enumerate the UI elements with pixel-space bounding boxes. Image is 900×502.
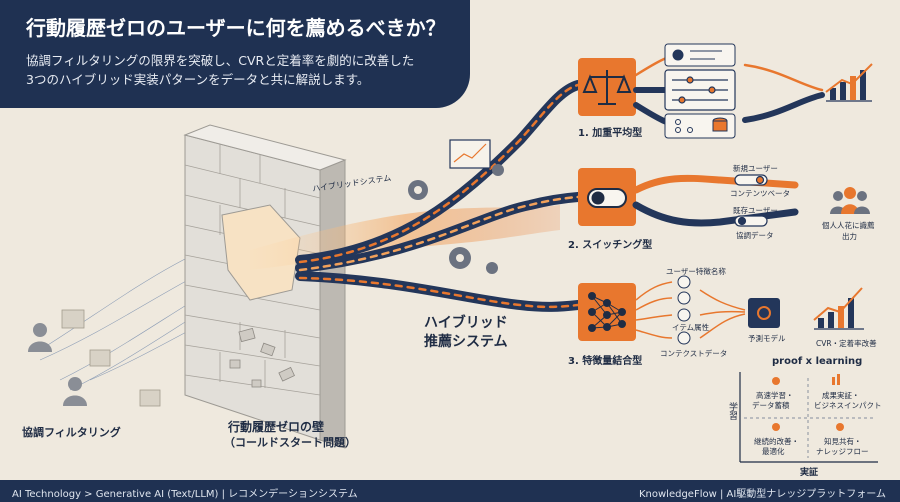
prediction-model-icon bbox=[748, 298, 780, 328]
rubble bbox=[229, 327, 295, 388]
pattern-2-label: 2. スイッチング型 bbox=[568, 240, 653, 251]
footer-breadcrumb: AI Technology > Generative AI (Text/LLM)… bbox=[12, 489, 358, 500]
p1-user-card bbox=[664, 43, 736, 67]
p3-bar-chart-icon bbox=[813, 287, 864, 330]
subtitle-line-2: 3つのハイブリッド実装パターンをデータと共に解説します。 bbox=[26, 72, 370, 87]
matrix-q2-line-1: 成果実証・ bbox=[822, 391, 860, 400]
header-banner: 行動履歴ゼロのユーザーに何を薦めるべきか？ 協調フィルタリングの限界を突破し、C… bbox=[0, 0, 470, 108]
matrix-q3-line-2: 最適化 bbox=[762, 447, 785, 456]
matrix-q2-line-2: ビジネスインパクト bbox=[814, 401, 882, 410]
footer-bar: AI Technology > Generative AI (Text/LLM)… bbox=[0, 480, 900, 502]
personal-output-line-2: 出力 bbox=[842, 232, 857, 241]
p1-bar-chart-icon bbox=[825, 63, 873, 102]
existing-user-label: 既存ユーザー bbox=[733, 206, 778, 215]
hybrid-title-line-1: ハイブリッド bbox=[424, 315, 508, 331]
collab-data-label: 協調データ bbox=[736, 231, 774, 240]
matrix-y-axis: 学習 bbox=[727, 402, 737, 420]
matrix-q4-line-1: 知見共有・ bbox=[824, 437, 862, 446]
pattern-1-label: 1. 加重平均型 bbox=[578, 128, 643, 139]
subtitle-line-1: 協調フィルタリングの限界を突破し、CVRと定着率を劇的に改善した bbox=[26, 53, 415, 68]
mini-chart-icon bbox=[449, 139, 491, 169]
prediction-model-label: 予測モデル bbox=[748, 334, 786, 343]
p2-flows bbox=[632, 174, 799, 227]
p3-feature-lines bbox=[635, 281, 746, 339]
gear-icons bbox=[408, 164, 504, 274]
pipes bbox=[295, 80, 583, 312]
page-title: 行動履歴ゼロのユーザーに何を薦めるべきか？ bbox=[26, 16, 446, 40]
box-icons bbox=[61, 309, 161, 407]
p1-db-card bbox=[664, 113, 736, 139]
page-subtitle: 協調フィルタリングの限界を突破し、CVRと定着率を劇的に改善した 3つのハイブリ… bbox=[26, 51, 456, 89]
toggle-switch-icon bbox=[587, 188, 627, 208]
p1-sliders bbox=[664, 69, 736, 111]
user-attr-label: ユーザー特徴名称 bbox=[666, 267, 726, 276]
matrix-q1-line-2: データ蓄積 bbox=[752, 401, 790, 410]
people-group-icon bbox=[830, 187, 870, 214]
scales-icon bbox=[582, 70, 632, 105]
matrix-title: proof x learning bbox=[772, 356, 863, 367]
context-data-label: コンテクストデータ bbox=[660, 349, 728, 358]
hybrid-title-line-2: 推薦システム bbox=[424, 334, 508, 350]
person-icons bbox=[28, 323, 87, 406]
matrix-axes bbox=[739, 372, 878, 463]
cvr-label: CVR・定着率改善 bbox=[816, 339, 877, 348]
cf-label: 協調フィルタリング bbox=[22, 426, 121, 439]
p2-chips bbox=[734, 174, 768, 227]
neural-net-icon bbox=[588, 292, 626, 332]
p1-flows bbox=[633, 53, 825, 128]
wall-title: 行動履歴ゼロの壁 bbox=[228, 420, 325, 434]
matrix-icons bbox=[772, 374, 844, 431]
content-data-label: コンテンツベータ bbox=[730, 189, 790, 198]
matrix-x-axis: 実証 bbox=[800, 468, 819, 478]
matrix-q1-line-1: 高速学習・ bbox=[756, 391, 794, 400]
matrix-q4-line-2: ナレッジフロー bbox=[816, 447, 869, 456]
item-attr-label: イテム属性 bbox=[672, 323, 710, 332]
footer-brand: KnowledgeFlow | AI駆動型ナレッジプラットフォーム bbox=[638, 489, 886, 500]
p3-feature-icons bbox=[677, 275, 691, 345]
new-user-label: 新規ユーザー bbox=[733, 164, 778, 173]
pattern-3-label: 3. 特徴量結合型 bbox=[568, 356, 643, 367]
matrix-q3-line-1: 継続的改善・ bbox=[754, 437, 799, 446]
wall-subtitle: （コールドスタート問題） bbox=[224, 436, 356, 449]
personal-output-line-1: 個人人花に識薦 bbox=[822, 221, 875, 230]
